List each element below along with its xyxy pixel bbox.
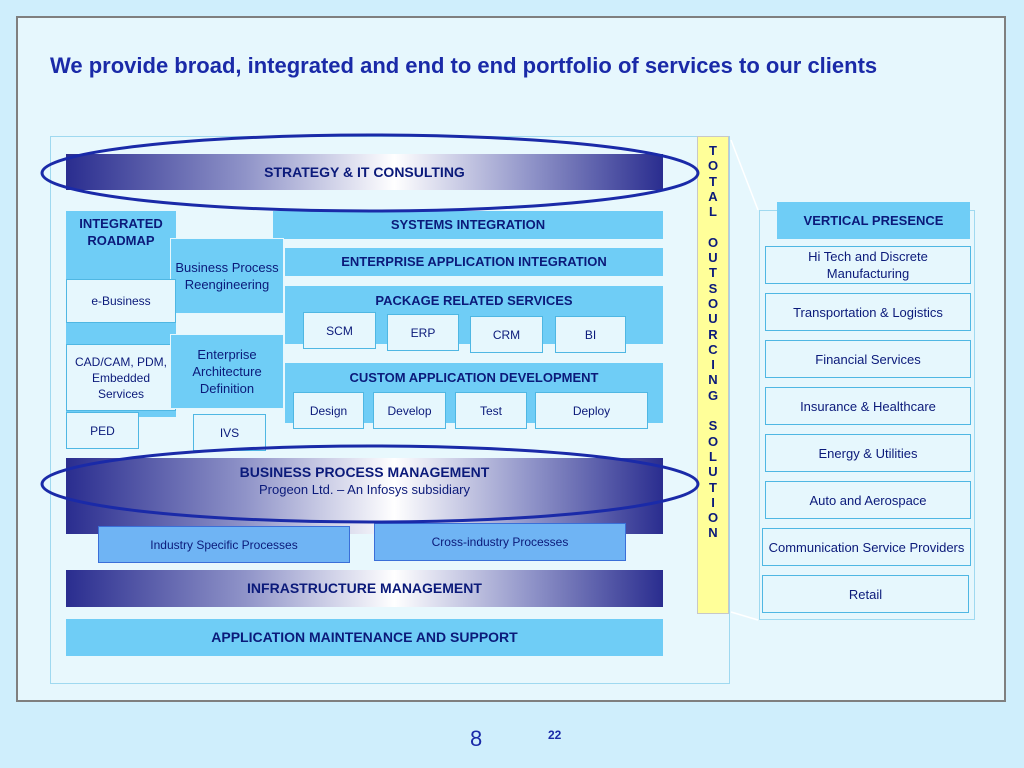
industry-specific-processes-box: Industry Specific Processes — [98, 526, 350, 563]
vertical-item: Energy & Utilities — [765, 434, 971, 472]
vertical-item: Hi Tech and Discrete Manufacturing — [765, 246, 971, 284]
page-number: 8 — [470, 726, 483, 751]
vertical-item: Financial Services — [765, 340, 971, 378]
business-process-reengineering-box: Business Process Reengineering — [170, 238, 284, 314]
vertical-item: Retail — [762, 575, 969, 613]
ivs-box: IVS — [193, 414, 266, 451]
enterprise-application-integration-bar: ENTERPRISE APPLICATION INTEGRATION — [285, 248, 663, 276]
cad-cam-box: CAD/CAM, PDM, Embedded Services — [66, 344, 176, 411]
bpm-subtitle: Progeon Ltd. – An Infosys subsidiary — [258, 482, 470, 497]
enterprise-architecture-box: Enterprise Architecture Definition — [170, 334, 284, 409]
vertical-item: Communication Service Providers — [762, 528, 971, 566]
ped-box: PED — [66, 412, 139, 449]
application-maintenance-bar: APPLICATION MAINTENANCE AND SUPPORT — [66, 619, 663, 656]
page-sub-number: 22 — [548, 728, 562, 742]
custom-step-deploy: Deploy — [535, 392, 648, 429]
cross-industry-processes-box: Cross-industry Processes — [374, 523, 626, 561]
e-business-box: e-Business — [66, 279, 176, 323]
infrastructure-management-bar: INFRASTRUCTURE MANAGEMENT — [66, 570, 663, 607]
package-bi: BI — [555, 316, 626, 353]
vertical-item: Insurance & Healthcare — [765, 387, 971, 425]
strategy-bar: STRATEGY & IT CONSULTING — [66, 154, 663, 190]
total-outsourcing-strip: T O T A L O U T S O U R C I N G S O L U … — [697, 136, 729, 614]
vertical-presence-title: VERTICAL PRESENCE — [777, 202, 970, 239]
vertical-item: Auto and Aerospace — [765, 481, 971, 519]
bpm-title: BUSINESS PROCESS MANAGEMENT — [239, 464, 490, 480]
integrated-roadmap-box: INTEGRATED ROADMAP — [66, 211, 176, 279]
package-erp: ERP — [387, 314, 459, 351]
custom-step-design: Design — [293, 392, 364, 429]
package-crm: CRM — [470, 316, 543, 353]
systems-integration-bar: SYSTEMS INTEGRATION — [273, 211, 663, 239]
custom-step-test: Test — [455, 392, 527, 429]
slide-title: We provide broad, integrated and end to … — [50, 53, 878, 78]
package-scm: SCM — [303, 312, 376, 349]
vertical-item: Transportation & Logistics — [765, 293, 971, 331]
custom-step-develop: Develop — [373, 392, 446, 429]
